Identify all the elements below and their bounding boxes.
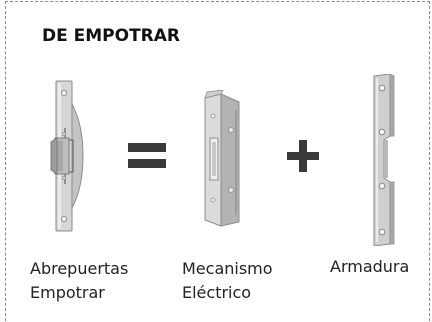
- section-title: DE EMPOTRAR: [42, 26, 181, 46]
- product-label-line1: Armadura: [330, 257, 410, 276]
- door-strike-product: [49, 78, 87, 234]
- product-label-mechanism: Mecanismo Eléctrico: [182, 257, 273, 305]
- product-card: DE EMPOTRAR: [5, 1, 430, 321]
- product-label-line2: Empotrar: [30, 283, 105, 302]
- equals-icon: [128, 143, 166, 173]
- faceplate-icon: [373, 74, 395, 246]
- product-label-line1: Abrepuertas: [30, 259, 129, 278]
- product-label-line1: Mecanismo: [182, 259, 273, 278]
- product-label-door-strike: Abrepuertas Empotrar: [30, 257, 128, 305]
- plus-icon: [287, 140, 319, 176]
- product-label-faceplate: Armadura: [330, 255, 409, 279]
- strike-mechanism-icon: [204, 90, 240, 227]
- strike-mechanism-product: [199, 90, 243, 230]
- faceplate-product: [370, 74, 398, 246]
- door-strike-icon: [50, 80, 84, 232]
- product-label-line2: Eléctrico: [182, 283, 252, 302]
